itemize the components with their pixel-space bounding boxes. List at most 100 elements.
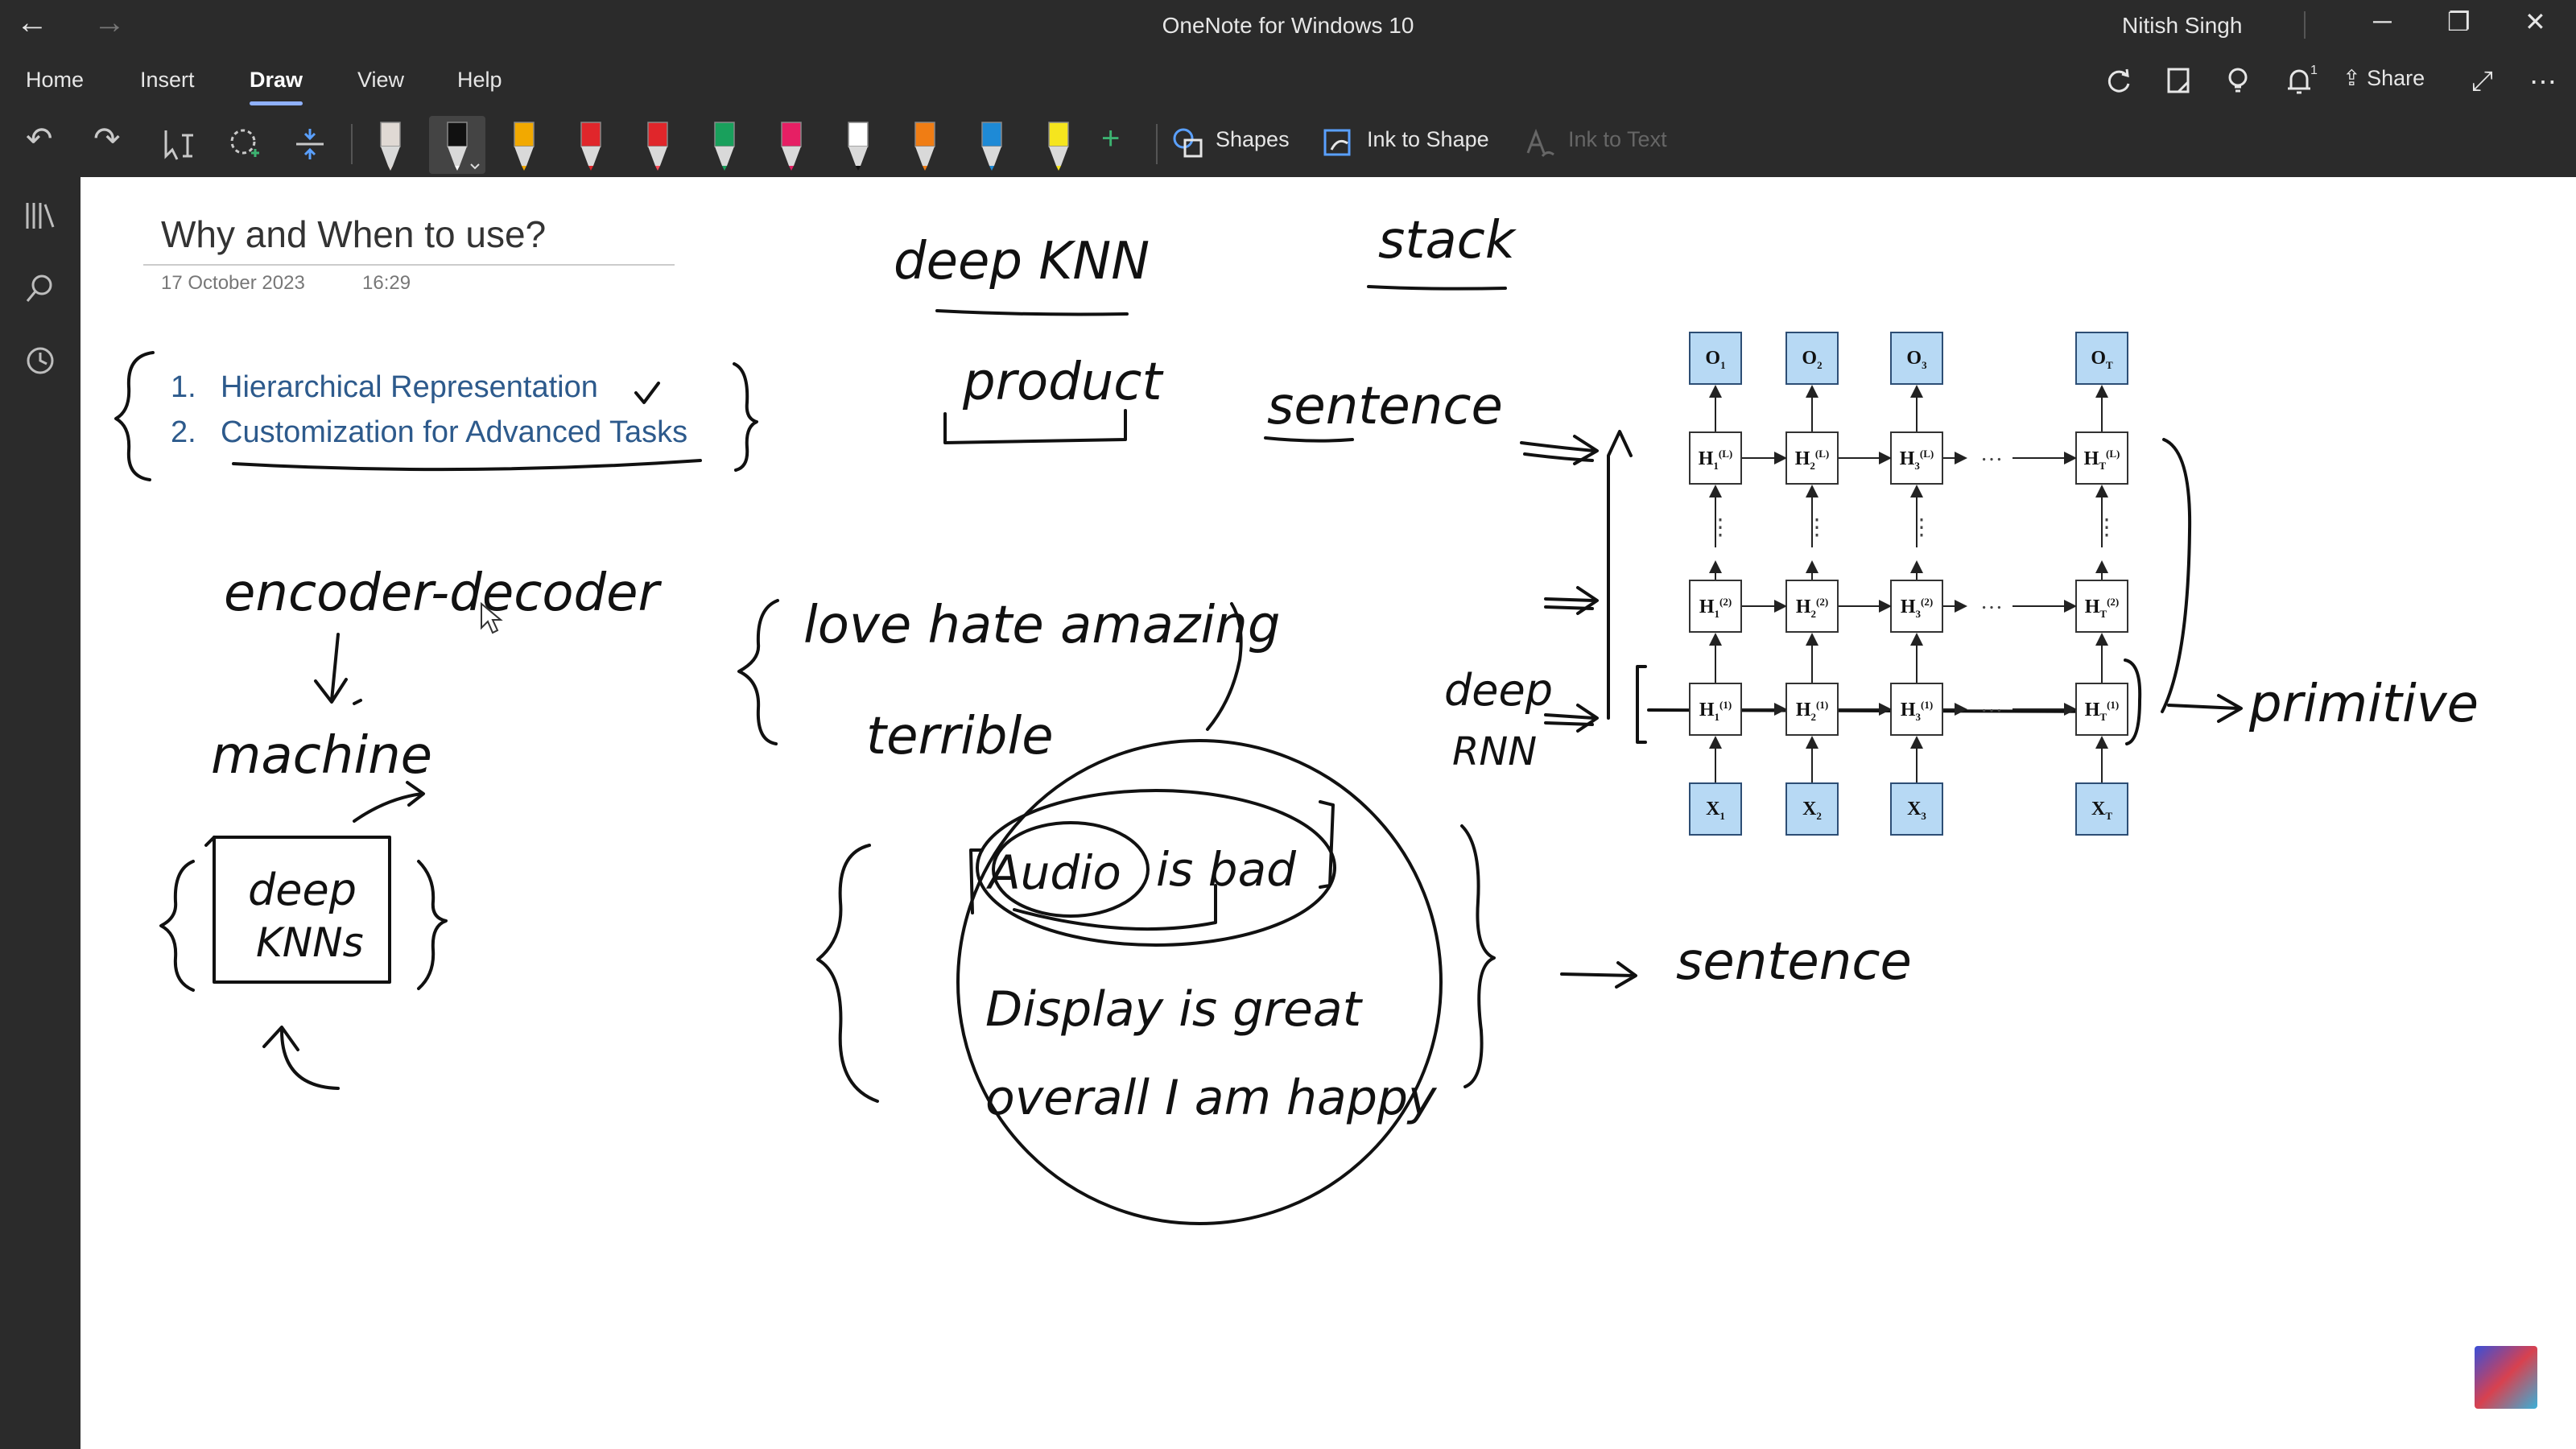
ink-to-shape-button[interactable]: Ink to Shape (1367, 127, 1489, 151)
ink-brace (114, 351, 155, 481)
tab-draw[interactable]: Draw (250, 68, 303, 92)
toolbar-separator (1156, 124, 1158, 164)
sync-icon[interactable] (2103, 64, 2135, 97)
ink-box (943, 409, 1127, 444)
ink-to-shape-icon[interactable] (1320, 126, 1356, 161)
minimize-icon[interactable]: ─ (2373, 6, 2392, 35)
ink-underline (935, 309, 1129, 316)
pen-yellow-icon[interactable] (1030, 116, 1087, 174)
pen-yellow-orange-icon[interactable] (496, 116, 552, 174)
rnn-hidden-node: H3(1) (1890, 683, 1943, 736)
add-pen-icon[interactable]: + (1101, 121, 1121, 156)
rnn-arrows (1709, 385, 2108, 782)
svg-text:1: 1 (2310, 64, 2318, 77)
ink-text-sentence: sentence (1267, 377, 1503, 436)
ink-text-knns: KNNs (256, 919, 364, 966)
recent-icon[interactable] (23, 343, 58, 378)
list-number: 1. (171, 370, 196, 404)
redo-icon[interactable]: ↷ (93, 122, 121, 157)
forward-arrow-icon[interactable]: → (93, 5, 126, 40)
ink-oval (976, 789, 1336, 947)
rnn-input-node: X2 (1785, 782, 1839, 836)
pen-orange-icon[interactable] (897, 116, 953, 174)
rnn-vertical-ellipsis: ⋮ (1709, 515, 1732, 540)
ink-box (213, 836, 391, 984)
channel-logo (2475, 1346, 2537, 1409)
back-arrow-icon[interactable]: ← (16, 5, 48, 40)
ink-oval (956, 739, 1443, 1225)
lasso-select-icon[interactable] (224, 124, 264, 164)
rnn-hidden-node: H2(1) (1785, 683, 1839, 736)
ink-text-deep: deep (248, 865, 357, 915)
list-text: Hierarchical Representation (221, 370, 598, 404)
list-item[interactable]: 1. Hierarchical Representation (171, 370, 598, 405)
rnn-hidden-node: HT(L) (2075, 431, 2128, 485)
ink-text-is-bad: is bad (1156, 842, 1297, 897)
ink-brace (2161, 438, 2192, 713)
ink-text-overall: overall I am happy (985, 1070, 1438, 1126)
bell-icon[interactable]: 1 (2283, 64, 2318, 97)
rnn-ellipsis: … (1980, 589, 2003, 614)
pen-white-icon[interactable] (830, 116, 886, 174)
ink-stroke (1206, 602, 1243, 731)
ink-underline (1264, 436, 1354, 443)
ink-stroke (1013, 884, 1217, 931)
notebooks-icon[interactable] (23, 198, 58, 233)
undo-icon[interactable]: ↶ (26, 122, 53, 157)
tab-help[interactable]: Help (457, 68, 502, 92)
add-space-icon[interactable] (290, 124, 330, 164)
page-canvas[interactable]: Why and When to use? 17 October 2023 16:… (80, 177, 2576, 1449)
ink-brace (733, 362, 758, 472)
rnn-hidden-node: H2(2) (1785, 580, 1839, 633)
lightbulb-icon[interactable] (2222, 64, 2254, 97)
title-separator (2304, 11, 2306, 39)
highlighter-red-icon[interactable] (630, 116, 686, 174)
notebook-icon[interactable] (2162, 64, 2194, 97)
rnn-hidden-node: HT(1) (2075, 683, 2128, 736)
type-select-icon[interactable] (158, 124, 198, 164)
ink-text-sentiment: sentence (1676, 932, 1912, 992)
pen-green-icon[interactable] (696, 116, 753, 174)
list-item[interactable]: 2.Customization for Advanced Tasks (171, 415, 687, 450)
ink-underline (1367, 285, 1507, 291)
ink-checkmark (634, 382, 660, 404)
close-icon[interactable]: ✕ (2524, 7, 2546, 36)
ink-oval (992, 821, 1150, 918)
ink-dot (353, 699, 362, 705)
ink-bracket (1636, 665, 1647, 744)
ink-layer: deep KNN stack product sentence encoder-… (114, 211, 2479, 1225)
expand-icon[interactable]: ⤢ (2471, 66, 2494, 97)
ink-text-display: Display is great (985, 981, 1364, 1038)
ink-text-stack: stack (1378, 211, 1517, 270)
page-title[interactable]: Why and When to use? (161, 213, 547, 255)
shapes-button[interactable]: Shapes (1216, 127, 1290, 151)
pen-red-icon[interactable] (563, 116, 619, 174)
shapes-icon[interactable] (1170, 126, 1206, 161)
ink-brace (737, 599, 779, 745)
more-icon[interactable]: ⋯ (2529, 67, 2557, 97)
page-date: 17 October 2023 (161, 272, 305, 294)
tab-view[interactable]: View (357, 68, 405, 92)
pen-black-icon[interactable] (429, 116, 485, 174)
search-icon[interactable] (23, 270, 58, 306)
mouse-cursor-icon (481, 601, 503, 634)
pen-blue-icon[interactable] (964, 116, 1020, 174)
rnn-output-node: O1 (1689, 332, 1742, 385)
rnn-ellipsis: … (1980, 441, 2003, 466)
tab-home[interactable]: Home (26, 68, 85, 92)
list-number: 2. (171, 415, 196, 449)
user-name[interactable]: Nitish Singh (2122, 13, 2243, 38)
ink-text-love-hate: love hate amazing (803, 596, 1280, 655)
share-button[interactable]: ⇪ Share (2343, 66, 2425, 91)
highlighter-white-icon[interactable] (362, 116, 419, 174)
draw-toolbar: ↶ ↷ + Shapes Ink to Shape Ink to Text (0, 113, 2576, 177)
rnn-input-node: X1 (1689, 782, 1742, 836)
rnn-vertical-ellipsis: ⋮ (1806, 515, 1828, 540)
ink-text-primitive: primitive (2248, 675, 2479, 734)
pen-pink-icon[interactable] (763, 116, 819, 174)
tab-insert[interactable]: Insert (140, 68, 195, 92)
rnn-input-node: XT (2075, 782, 2128, 836)
restore-icon[interactable]: ❐ (2447, 7, 2471, 36)
ink-to-text-button: Ink to Text (1568, 127, 1667, 151)
ink-arrow-up (1607, 430, 1633, 720)
